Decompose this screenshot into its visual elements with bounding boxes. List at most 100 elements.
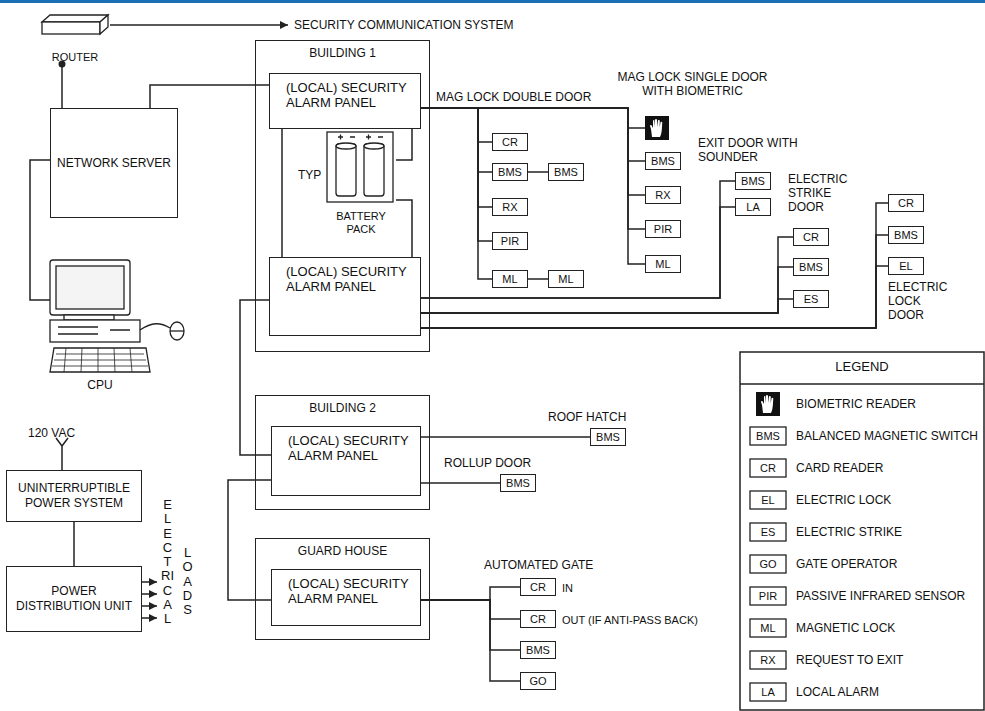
wire-connector xyxy=(421,108,492,142)
node-text: PIR xyxy=(654,223,672,235)
node-text: BMS xyxy=(506,477,530,489)
device-box: RX xyxy=(492,198,528,216)
node-text: RX xyxy=(502,201,517,213)
process-box: UNINTERRUPTIBLE POWER SYSTEM xyxy=(6,470,142,522)
top-bar xyxy=(0,0,985,3)
device-box: BMS xyxy=(645,152,681,170)
device-box: EL xyxy=(888,257,924,275)
diagram-label: MAG LOCK DOUBLE DOOR xyxy=(436,90,591,104)
diagram-label: IN xyxy=(562,581,573,595)
computer-node: CPU xyxy=(50,255,200,392)
wire-connector xyxy=(421,600,520,681)
wire-connector xyxy=(421,108,645,229)
diagram-label: LEGEND xyxy=(740,360,984,374)
wire-connector xyxy=(421,237,793,313)
node-text: (LOCAL) SECURITY ALARM PANEL xyxy=(288,576,408,606)
node-text: PIR xyxy=(501,235,519,247)
router-node: ROUTER xyxy=(40,14,110,64)
wire-connector xyxy=(228,480,271,600)
diagram-label: EXIT DOOR WITH SOUNDER xyxy=(698,136,802,164)
diagram-label: SECURITY COMMUNICATION SYSTEM xyxy=(294,18,514,32)
wire-connector xyxy=(421,600,520,650)
node-text: CR xyxy=(530,581,546,593)
building-outline: BUILDING 2(LOCAL) SECURITY ALARM PANEL xyxy=(255,395,430,510)
node-text: RX xyxy=(655,189,670,201)
wire-connector xyxy=(421,207,735,298)
power-source-symbol xyxy=(56,438,68,470)
wire-connector xyxy=(30,160,50,300)
node-text: BMS xyxy=(498,166,522,178)
legend-symbol-code: EL xyxy=(750,493,786,507)
wire-connector xyxy=(421,299,793,313)
wire-connector xyxy=(421,108,492,172)
wire-connector xyxy=(421,482,500,484)
diagram-label: ROLLUP DOOR xyxy=(444,456,531,470)
node-text: BATTERY PACK xyxy=(326,210,396,236)
battery-icon xyxy=(327,132,393,202)
node-text: CR xyxy=(502,136,518,148)
node-text: BUILDING 1 xyxy=(309,46,376,60)
legend-text: PASSIVE INFRARED SENSOR xyxy=(796,589,965,603)
device-box: BMS xyxy=(735,172,771,190)
node-text: CR xyxy=(530,613,546,625)
device-box: CR xyxy=(520,610,556,628)
node-text: ML xyxy=(558,273,573,285)
node-text: CPU xyxy=(87,378,112,392)
node-text: ES xyxy=(804,293,819,305)
alarm-panel-box: (LOCAL) SECURITY ALARM PANEL xyxy=(269,73,421,129)
node-text: CR xyxy=(898,197,914,209)
device-box: ES xyxy=(793,290,829,308)
legend-symbol-code: RX xyxy=(750,653,786,667)
device-box: CR xyxy=(793,228,829,246)
node-text: BMS xyxy=(894,229,918,241)
legend-text: BIOMETRIC READER xyxy=(796,397,916,411)
device-box: CR xyxy=(888,194,924,212)
legend-symbol-code: GO xyxy=(750,557,786,571)
legend-symbol-code: ML xyxy=(750,621,786,635)
device-box: LA xyxy=(735,198,771,216)
device-box: BMS xyxy=(520,641,556,659)
node-text: ML xyxy=(502,273,517,285)
device-box: PIR xyxy=(645,220,681,238)
battery-pack: BATTERY PACK xyxy=(326,133,396,236)
diagram-label: OUT (IF ANTI-PASS BACK) xyxy=(562,613,698,627)
wire-connector xyxy=(150,85,269,108)
wire-connector xyxy=(421,108,645,195)
diagram-label: ROOF HATCH xyxy=(548,410,626,424)
process-box: POWER DISTRIBUTION UNIT xyxy=(6,566,142,632)
wire-connector xyxy=(396,129,412,160)
router-icon xyxy=(42,15,108,34)
device-box: RX xyxy=(645,186,681,204)
vertical-label: ELECTRICAL xyxy=(161,498,174,627)
alarm-panel-box: (LOCAL) SECURITY ALARM PANEL xyxy=(269,257,421,336)
legend-text: REQUEST TO EXIT xyxy=(796,653,903,667)
node-text: BMS xyxy=(741,175,765,187)
device-box: BMS xyxy=(500,474,536,492)
wire-connector xyxy=(281,129,283,257)
wire-connector xyxy=(421,108,492,279)
node-text: (LOCAL) SECURITY ALARM PANEL xyxy=(286,80,406,110)
device-box: BMS xyxy=(548,163,584,181)
node-text: BMS xyxy=(554,166,578,178)
device-box: ML xyxy=(548,270,584,288)
wire-connector xyxy=(421,108,492,207)
legend-text: CARD READER xyxy=(796,461,883,475)
diagram-label: MAG LOCK SINGLE DOOR WITH BIOMETRIC xyxy=(610,70,775,98)
computer-icon xyxy=(50,260,184,372)
device-box: ML xyxy=(645,255,681,273)
alarm-panel-box: (LOCAL) SECURITY ALARM PANEL xyxy=(271,426,421,496)
diagram-label: ELECTRIC LOCK DOOR xyxy=(888,280,958,322)
biometric-reader-symbol xyxy=(645,116,669,140)
biometric-wire xyxy=(628,127,645,129)
legend-symbol-code: ES xyxy=(750,525,786,539)
legend-box xyxy=(740,352,984,710)
device-box: GO xyxy=(520,672,556,690)
device-box: PIR xyxy=(492,232,528,250)
legend-text: ELECTRIC STRIKE xyxy=(796,525,902,539)
legend-text: BALANCED MAGNETIC SWITCH xyxy=(796,429,978,443)
legend-text: ELECTRIC LOCK xyxy=(796,493,891,507)
communication-arrow xyxy=(110,24,288,26)
node-text: BMS xyxy=(651,155,675,167)
